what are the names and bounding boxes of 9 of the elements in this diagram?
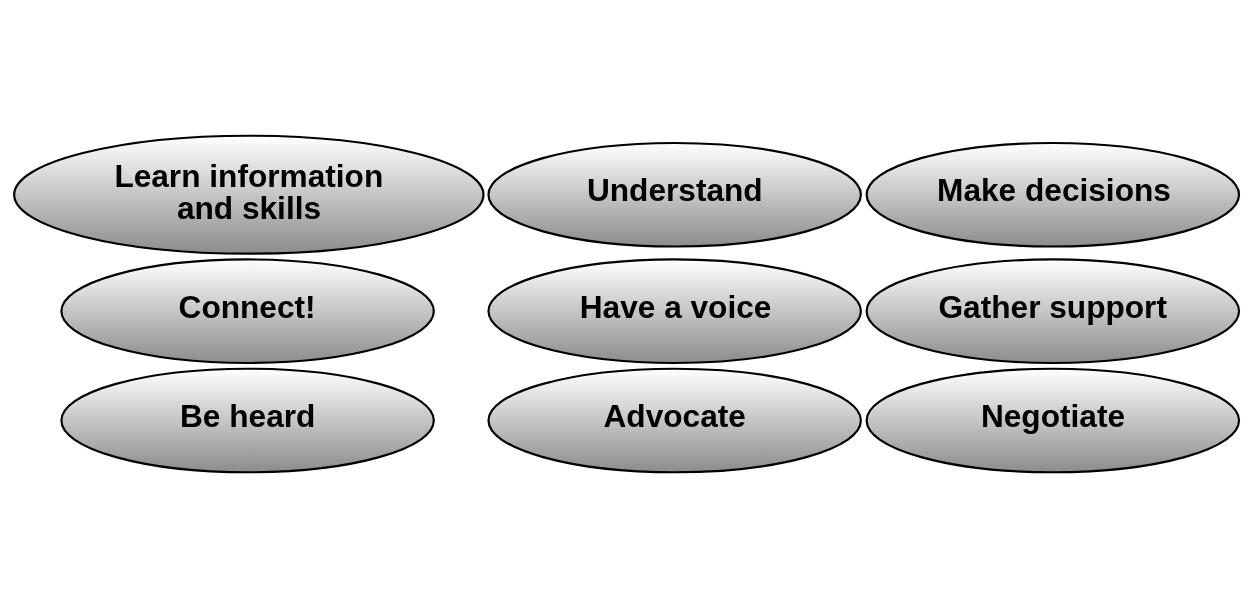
node-ellipse: Make decisions: [865, 141, 1241, 248]
node-ellipse: Understand: [487, 141, 862, 248]
node-ellipse: Connect!: [60, 257, 435, 364]
node-ellipse: Advocate: [487, 367, 862, 473]
node-ellipse: Gather support: [865, 257, 1241, 364]
node-ellipse: Be heard: [60, 367, 435, 473]
node-ellipse: Negotiate: [865, 367, 1241, 473]
node-ellipse: Learn information and skills: [13, 134, 485, 255]
node-ellipse: Have a voice: [487, 257, 862, 364]
